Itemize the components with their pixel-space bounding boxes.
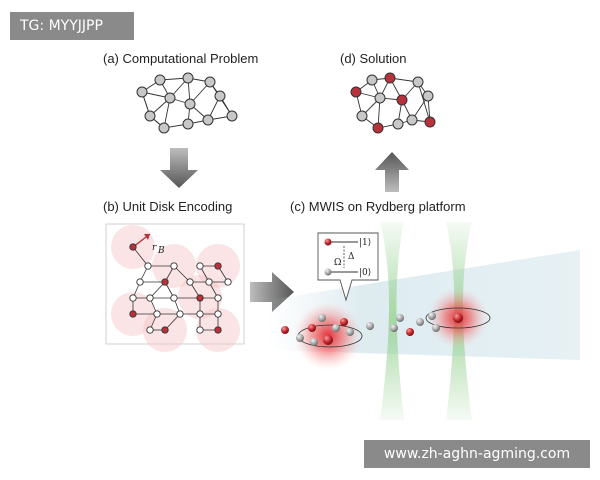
watermark: www.zh-aghn-agming.com (364, 440, 590, 468)
panel-b-title: (b) Unit Disk Encoding (103, 199, 232, 214)
up-arrow-icon (375, 152, 409, 192)
radius-label: r (152, 243, 157, 253)
telegram-tag: TG: MYYJJPP (10, 12, 134, 40)
panel-d-title: (d) Solution (340, 51, 406, 66)
problem-graph (136, 72, 238, 134)
solution-graph (350, 72, 436, 134)
panel-a-title: (a) Computational Problem (103, 51, 258, 66)
radius-subscript: B (157, 246, 165, 256)
rydberg-platform: |1⟩ |0⟩ Δ Ω (268, 222, 580, 420)
unit-disk-panel: r B (105, 223, 245, 352)
detuning-label: Δ (348, 252, 355, 262)
lower-state-label: |0⟩ (359, 268, 371, 278)
down-arrow-icon (160, 148, 198, 188)
rabi-label: Ω (334, 258, 341, 268)
upper-state-label: |1⟩ (359, 238, 371, 248)
panel-c-title: (c) MWIS on Rydberg platform (290, 199, 466, 214)
